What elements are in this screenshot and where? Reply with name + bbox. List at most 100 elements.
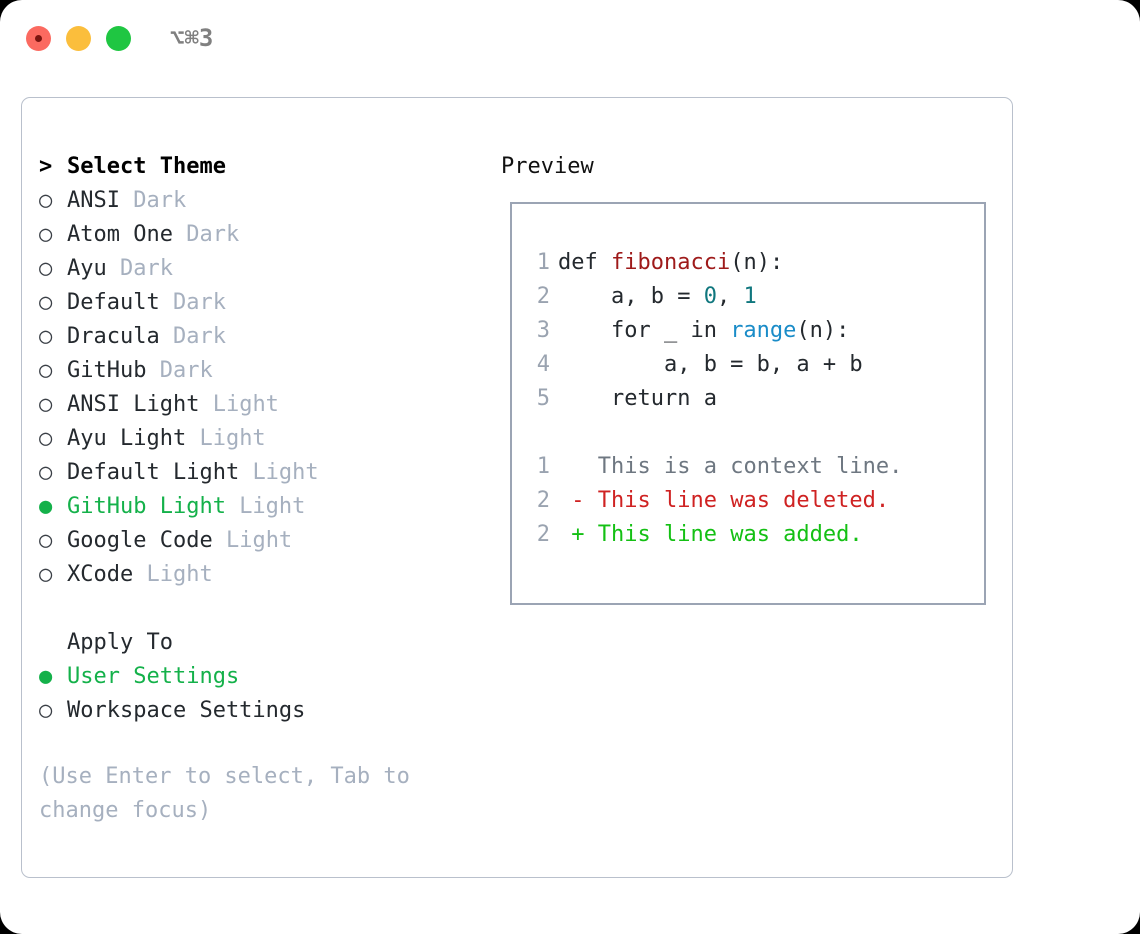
theme-option-label: Ayu	[67, 256, 120, 281]
code-token-plain: ,	[716, 284, 744, 309]
theme-option-variant: Dark	[172, 324, 226, 349]
zoom-button[interactable]	[106, 26, 131, 51]
code-token-num: 0	[703, 284, 717, 309]
theme-option-default-light[interactable]: ○Default Light Light	[39, 456, 479, 490]
theme-option-variant: Light	[225, 528, 293, 553]
diff-text: This line was added.	[597, 522, 863, 547]
code-diff-gap	[526, 416, 986, 450]
apply-to-header: Apply To	[39, 626, 479, 660]
theme-option-variant: Dark	[133, 188, 187, 213]
theme-option-variant: Dark	[119, 256, 173, 281]
line-number: 2	[536, 284, 550, 309]
theme-option-variant: Dark	[172, 290, 226, 315]
theme-option-default[interactable]: ○ Default Dark	[39, 286, 479, 320]
radio-unselected-icon[interactable]: ○	[39, 290, 53, 315]
code-line: 4 a, b = b, a + b	[526, 348, 986, 382]
theme-option-ansi-light[interactable]: ○ANSI Light Light	[39, 388, 479, 422]
theme-option-github[interactable]: ○ GitHub Dark	[39, 354, 479, 388]
radio-unselected-icon[interactable]: ○	[39, 188, 53, 213]
theme-option-label: Ayu Light	[67, 426, 200, 451]
radio-unselected-icon[interactable]: ○	[39, 426, 53, 451]
code-token-plain: a, b =	[558, 284, 704, 309]
radio-unselected-icon[interactable]: ○	[39, 392, 53, 417]
code-token-bi: range	[730, 318, 797, 343]
theme-option-label: Dracula	[67, 324, 173, 349]
radio-unselected-icon[interactable]: ○	[39, 222, 53, 247]
diff-text: This line was deleted.	[597, 488, 890, 513]
radio-unselected-icon[interactable]: ○	[39, 324, 53, 349]
radio-unselected-icon[interactable]: ○	[39, 698, 53, 723]
line-number: 4	[536, 352, 550, 377]
close-button[interactable]	[26, 26, 51, 51]
theme-option-label: GitHub	[67, 358, 160, 383]
code-token-plain: for _ in	[558, 318, 731, 343]
diff-sign: -	[558, 488, 598, 513]
apply-to-option-workspace-settings[interactable]: ○ Workspace Settings	[39, 694, 479, 728]
line-number: 2	[536, 488, 550, 513]
apply-to-group: Apply To ●User Settings ○ Workspace Setting…	[39, 626, 479, 728]
apply-to-option-user-settings[interactable]: ●User Settings	[39, 660, 479, 694]
apply-to-header-label: Apply To	[67, 630, 173, 655]
code-line: 3 for _ in range(n):	[526, 314, 986, 348]
keyboard-shortcut-label: ⌥⌘3	[170, 24, 214, 52]
code-line: 2 a, b = 0, 1	[526, 280, 986, 314]
diff-lines: 1 This is a context line. 2 - This line w…	[526, 450, 986, 552]
radio-unselected-icon[interactable]: ○	[39, 256, 53, 281]
diff-sign: +	[558, 522, 598, 547]
theme-picker-header-label: Select Theme	[67, 154, 226, 179]
theme-option-ayu-light[interactable]: ○ Ayu Light Light	[39, 422, 479, 456]
theme-option-label: XCode	[67, 562, 147, 587]
theme-option-atom-one[interactable]: ○ Atom One Dark	[39, 218, 479, 252]
focus-caret-icon: >	[39, 154, 53, 179]
theme-option-ayu[interactable]: ○ Ayu Dark	[39, 252, 479, 286]
diff-line-deleted: 2 - This line was deleted.	[526, 484, 986, 518]
theme-option-label: Atom One	[67, 222, 187, 247]
radio-unselected-icon[interactable]: ○	[39, 460, 53, 485]
theme-list: >Select Theme○ANSI Dark○Atom One Dark○Ay…	[39, 150, 479, 592]
theme-option-variant: Light	[199, 426, 266, 451]
diff-text: This is a context line.	[597, 454, 903, 479]
radio-unselected-icon[interactable]: ○	[39, 358, 53, 383]
line-number: 5	[536, 386, 550, 411]
radio-selected-icon[interactable]: ●	[39, 664, 53, 689]
theme-option-ansi[interactable]: ○ANSI Dark	[39, 184, 479, 218]
line-number: 1	[536, 250, 550, 275]
theme-option-variant: Dark	[159, 358, 213, 383]
code-token-plain: def	[558, 250, 611, 275]
theme-option-github-light[interactable]: ● GitHub Light Light	[39, 490, 479, 524]
line-number: 1	[536, 454, 550, 479]
theme-option-dracula[interactable]: ○ Dracula Dark	[39, 320, 479, 354]
theme-option-label: Default Light	[67, 460, 253, 485]
diff-sign	[558, 454, 598, 479]
code-token-fn: fibonacci	[610, 250, 731, 275]
apply-to-option-label: Workspace Settings	[67, 698, 306, 723]
title-bar: ⌥⌘3	[0, 0, 1140, 78]
code-token-num: 1	[743, 284, 757, 309]
line-number: 2	[536, 522, 550, 547]
theme-option-google-code[interactable]: ○Google Code Light	[39, 524, 479, 558]
keyboard-hint: (Use Enter to select, Tab to change focu…	[39, 764, 410, 823]
code-line: 5 return a	[526, 382, 986, 416]
radio-unselected-icon[interactable]: ○	[39, 528, 53, 553]
theme-option-variant: Dark	[186, 222, 240, 247]
radio-selected-icon[interactable]: ●	[39, 494, 53, 519]
code-token-plain: return a	[558, 386, 717, 411]
radio-unselected-icon[interactable]: ○	[39, 562, 53, 587]
code-token-plain: a, b = b, a + b	[558, 352, 863, 377]
theme-option-xcode[interactable]: ○XCode Light	[39, 558, 479, 592]
theme-option-label: GitHub Light	[67, 494, 240, 519]
line-number: 3	[536, 318, 550, 343]
code-line: 1 def fibonacci(n):	[526, 246, 986, 280]
theme-option-label: Default	[67, 290, 173, 315]
diff-line-added: 2 + This line was added.	[526, 518, 986, 552]
code-token-plain: (n):	[730, 250, 784, 275]
code-token-plain: (n):	[796, 318, 850, 343]
minimize-button[interactable]	[66, 26, 91, 51]
theme-option-variant: Light	[239, 494, 306, 519]
theme-picker-column: >Select Theme○ANSI Dark○Atom One Dark○Ay…	[39, 150, 479, 728]
